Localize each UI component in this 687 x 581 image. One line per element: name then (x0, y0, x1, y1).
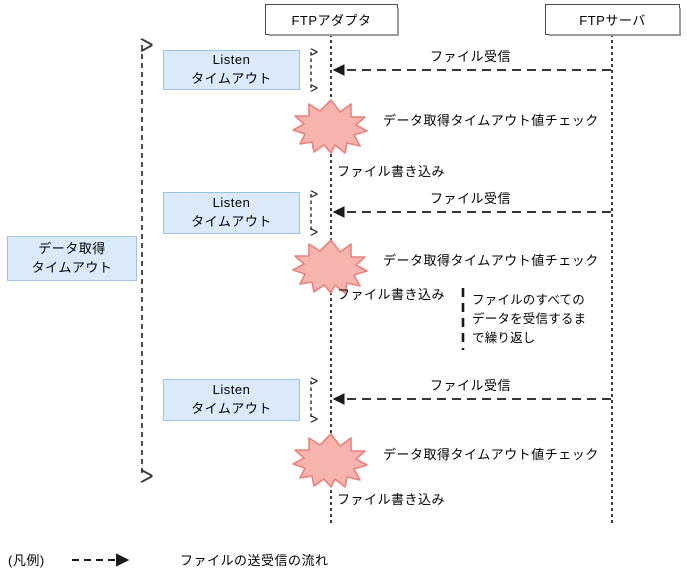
message-label-file-receive-2: ファイル受信 (430, 191, 512, 206)
message-label-file-receive-1: ファイル受信 (430, 49, 512, 64)
timeout-check-burst-1 (292, 99, 368, 154)
note-line-2: タイムアウト (191, 71, 272, 86)
note-line-2: タイムアウト (191, 401, 272, 416)
note-line-1: Listen (212, 382, 251, 398)
actor-label-ftp-adapter: FTPアダプタ (291, 13, 372, 28)
check-label-timeout-value-3: データ取得タイムアウト値チェック (383, 447, 599, 462)
note-line-1: Listen (212, 195, 251, 211)
check-label-timeout-value-2: データ取得タイムアウト値チェック (383, 253, 599, 268)
legend-description: ファイルの送受信の流れ (180, 553, 329, 568)
write-label-file-write-3: ファイル書き込み (337, 492, 446, 507)
actor-label-ftp-server: FTPサーバ (579, 13, 646, 28)
message-label-file-receive-3: ファイル受信 (430, 378, 512, 393)
actor-box-shadow-right (679, 8, 681, 36)
actor-box-shadow-right (397, 8, 399, 36)
note-line-2: タイムアウト (31, 259, 113, 275)
note-box-listen-timeout-3[interactable]: Listen タイムアウト (163, 379, 300, 421)
note-box-listen-timeout-1[interactable]: Listen タイムアウト (163, 50, 300, 90)
actor-box-ftp-adapter[interactable]: FTPアダプタ (265, 4, 399, 36)
timeout-check-burst-3 (292, 433, 368, 488)
actor-box-shadow-bottom (549, 34, 681, 36)
note-line-1: データ取得 (38, 240, 106, 256)
note-line-1: Listen (212, 52, 251, 68)
repeat-note-text: ファイルのすべての データを受信するま で繰り返し (472, 293, 587, 345)
write-label-file-write-2: ファイル書き込み (337, 287, 446, 302)
legend-title: (凡例) (8, 553, 45, 568)
actor-box-ftp-server[interactable]: FTPサーバ (545, 4, 681, 36)
note-line-2: タイムアウト (191, 214, 272, 229)
actor-box-shadow-bottom (269, 34, 399, 36)
write-label-file-write-1: ファイル書き込み (337, 164, 446, 179)
check-label-timeout-value-1: データ取得タイムアウト値チェック (383, 113, 599, 128)
note-box-data-acquisition-timeout[interactable]: データ取得 タイムアウト (7, 236, 137, 281)
note-box-listen-timeout-2[interactable]: Listen タイムアウト (163, 192, 300, 234)
